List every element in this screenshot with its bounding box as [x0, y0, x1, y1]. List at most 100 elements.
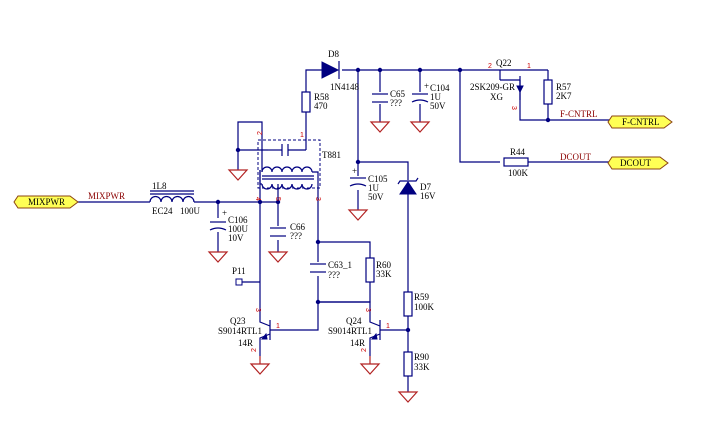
resistor-r60: R60 33K: [365, 257, 392, 283]
svg-text:3: 3: [510, 106, 517, 110]
ground-c105: [347, 209, 369, 221]
r59-value: 100K: [414, 302, 435, 312]
c105-value2: 50V: [368, 192, 384, 202]
capacitor-c106: + C106 100U 10V: [209, 208, 249, 243]
q24-ref: Q24: [346, 316, 362, 326]
port-fcntrl-label: F-CNTRL: [622, 117, 660, 127]
net-mixpwr-label: MIXPWR: [88, 191, 125, 201]
c66-value: ???: [290, 231, 302, 241]
port-dcout-label: DCOUT: [620, 158, 652, 168]
resistor-r90: R90 33K: [403, 351, 430, 377]
svg-text:3: 3: [314, 197, 321, 201]
r90-value: 33K: [414, 362, 430, 372]
c66-ref: C66: [290, 222, 306, 232]
c104-ref: C104: [430, 83, 450, 93]
net-dcout-label: DCOUT: [560, 152, 592, 162]
svg-text:2: 2: [257, 131, 264, 135]
l8-value: EC24: [152, 206, 173, 216]
q22-ref: Q22: [496, 58, 512, 68]
testpoint-p11: P11: [232, 266, 246, 286]
resistor-r44: R44 100K: [503, 147, 529, 178]
svg-text:1: 1: [527, 63, 531, 70]
inductor-l8: 1L8 EC24 100U: [149, 181, 201, 216]
l8-ref: 1L8: [152, 181, 167, 191]
c106-value: 100U: [228, 224, 249, 234]
svg-text:2: 2: [488, 63, 492, 70]
capacitor-c65: C65 ???: [372, 89, 406, 108]
transformer-t881: T881 1 2 3 4 5: [254, 131, 341, 201]
svg-text:1: 1: [300, 132, 304, 139]
ground-t881: [227, 169, 249, 181]
ground-c106: [207, 251, 229, 263]
r44-ref: R44: [510, 147, 526, 157]
port-dcout: DCOUT: [607, 156, 669, 170]
q23-value2: 14R: [238, 338, 253, 348]
ground-q24: [359, 363, 381, 375]
net-fcntrl-label: F-CNTRL: [560, 109, 598, 119]
q24-value: S9014RTL1: [328, 326, 372, 336]
r58-ref: R58: [314, 92, 330, 102]
d7-value: 16V: [420, 191, 436, 201]
r57-value: 2K7: [556, 91, 572, 101]
capacitor-c63: C63_1 ???: [310, 260, 352, 280]
svg-text:2: 2: [361, 348, 368, 352]
r44-value: 100K: [508, 168, 529, 178]
d7-ref: D7: [420, 182, 431, 192]
transistor-q23: Q23 S9014RTL1 14R 1 2 3: [218, 308, 280, 356]
d8-ref: D8: [328, 49, 339, 59]
c104-value2: 50V: [430, 101, 446, 111]
c65-ref: C65: [390, 89, 406, 99]
svg-text:+: +: [424, 81, 429, 91]
ground-c65: [369, 121, 391, 133]
capacitor-c105: + C105 1U 50V: [349, 166, 388, 202]
r57-ref: R57: [556, 82, 572, 92]
ground-symbols: [207, 121, 431, 403]
resistor-r59: R59 100K: [403, 291, 435, 317]
r60-value: 33K: [376, 269, 392, 279]
ground-q23: [249, 363, 271, 375]
svg-text:2: 2: [251, 348, 258, 352]
q23-value: S9014RTL1: [218, 326, 262, 336]
svg-text:3: 3: [254, 308, 261, 312]
r59-ref: R59: [414, 292, 430, 302]
c106-ref: C106: [228, 215, 248, 225]
svg-text:5: 5: [274, 197, 281, 201]
svg-text:3: 3: [364, 308, 371, 312]
q23-ref: Q23: [230, 316, 246, 326]
svg-text:1: 1: [276, 323, 280, 330]
d8-value: 1N4148: [330, 82, 359, 92]
c105-ref: C105: [368, 174, 388, 184]
ground-c66: [267, 251, 289, 263]
svg-text:+: +: [352, 166, 357, 176]
c104-value: 1U: [430, 92, 442, 102]
r90-ref: R90: [414, 352, 430, 362]
capacitor-c66: C66 ???: [270, 222, 306, 241]
c105-value: 1U: [368, 183, 380, 193]
port-fcntrl: F-CNTRL: [607, 115, 673, 129]
q22-value: 2SK209-GR: [470, 82, 515, 92]
c65-value: ???: [390, 98, 402, 108]
r58-value: 470: [314, 101, 328, 111]
ground-c104: [409, 121, 431, 133]
svg-text:+: +: [222, 208, 227, 218]
capacitor-c104: + C104 1U 50V: [411, 81, 450, 111]
port-mixpwr-label: MIXPWR: [28, 197, 65, 207]
wires: [78, 69, 610, 392]
resistor-r57: R57 2K7: [543, 79, 572, 105]
c63-value: ???: [328, 270, 340, 280]
q24-value2: 14R: [350, 338, 365, 348]
p11-ref: P11: [232, 266, 246, 276]
c63-ref: C63_1: [328, 260, 352, 270]
ground-r90: [397, 391, 419, 403]
junctions: [215, 67, 551, 333]
svg-text:1: 1: [386, 323, 390, 330]
transistor-q24: Q24 S9014RTL1 14R 1 2 3: [328, 308, 390, 356]
r60-ref: R60: [376, 260, 392, 270]
zener-d7: D7 16V: [397, 177, 436, 201]
t881-ref: T881: [322, 150, 341, 160]
l8-value2: 100U: [180, 206, 201, 216]
q22-value2: XG: [490, 92, 503, 102]
port-mixpwr: MIXPWR: [13, 195, 79, 209]
svg-text:4: 4: [254, 197, 261, 201]
